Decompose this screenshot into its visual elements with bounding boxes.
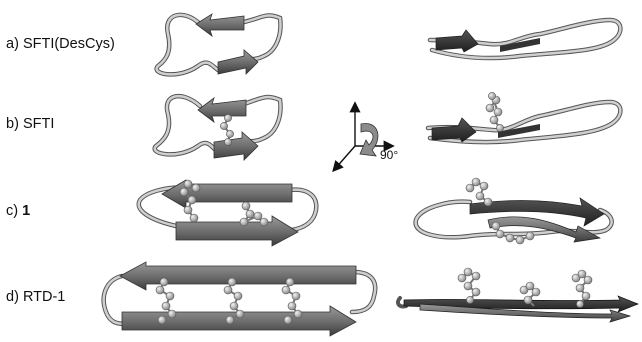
loop-b-front-right [244,97,280,141]
panel-label-d: d) RTD-1 [6,289,65,305]
strand-a-side [436,30,478,52]
loop-a-front-right [244,15,280,59]
structure-d-side [398,268,638,322]
structure-a-side [430,20,620,58]
panel-label-b: b) SFTI [6,116,54,132]
disulfide-d-side-1 [458,268,480,304]
panel-label-a: a) SFTI(DesCys) [6,36,115,52]
strand-b-side [432,118,476,142]
panel-name: SFTI(DesCys) [23,36,115,52]
strand-d-top [120,262,356,290]
panel-letter: d) [6,289,19,305]
strand-c-side-2 [488,217,600,242]
disulfide-d-front-2 [224,278,244,324]
disulfide-b-side [486,92,504,131]
structure-d-front [104,262,375,336]
structure-c-side [416,178,612,244]
rotation-label: 90° [380,148,398,162]
disulfide-d-front-1 [156,278,176,324]
strand-a-bottom [218,50,258,74]
structure-b-side [428,92,620,142]
disulfide-d-front-3 [282,278,302,324]
strand-a-top [196,14,244,36]
structure-c-front [139,180,317,246]
panel-letter: b) [6,116,19,132]
strand-b-top [198,98,246,122]
panel-name: SFTI [23,116,54,132]
panel-label-c: c) 1 [6,203,30,219]
panel-letter: a) [6,36,19,52]
structure-a-front [157,14,281,74]
panel-name: 1 [22,203,30,219]
panel-name: RTD-1 [23,289,65,305]
panel-letter: c) [6,203,18,219]
structure-b-front [155,96,281,160]
strand-b-bottom [214,132,258,160]
